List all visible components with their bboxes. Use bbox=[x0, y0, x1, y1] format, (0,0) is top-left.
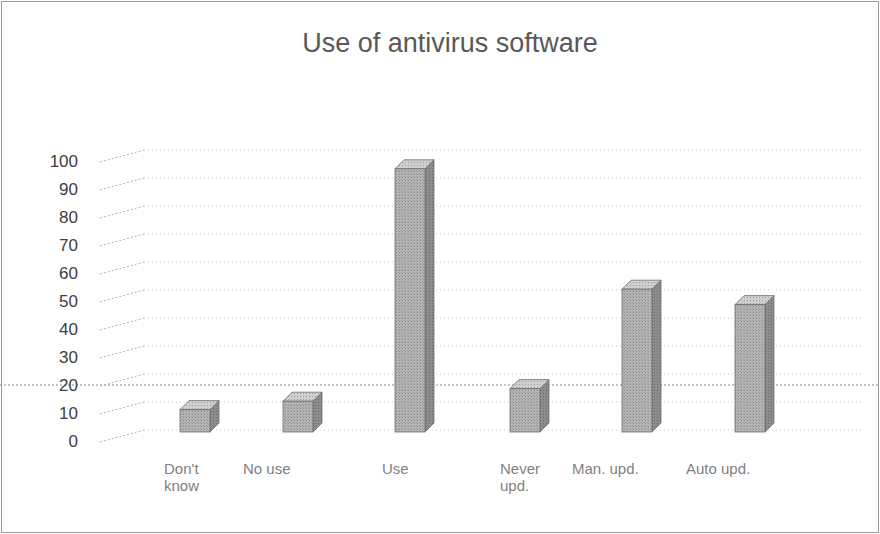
bar-side bbox=[765, 296, 774, 432]
category-label: Man. upd. bbox=[572, 460, 672, 477]
gridline-floor bbox=[100, 150, 144, 162]
bar bbox=[735, 305, 765, 432]
bar-side bbox=[425, 160, 434, 432]
chart-title: Use of antivirus software bbox=[200, 28, 700, 59]
gridline bbox=[144, 178, 862, 179]
category-label: Don't know bbox=[164, 460, 220, 495]
bar-top bbox=[622, 280, 661, 289]
axis-tick-label: 30 bbox=[38, 348, 78, 368]
bar-top bbox=[395, 160, 434, 169]
gridline-floor bbox=[100, 262, 144, 274]
bar bbox=[180, 410, 210, 432]
gridline bbox=[144, 290, 862, 291]
gridline-floor bbox=[100, 402, 144, 414]
gridline-floor bbox=[100, 178, 144, 190]
gridline-floor bbox=[100, 346, 144, 358]
bar bbox=[510, 389, 540, 432]
bar-top bbox=[510, 380, 549, 389]
gridline-floor bbox=[100, 430, 144, 442]
axis-tick-label: 70 bbox=[38, 236, 78, 256]
gridline bbox=[144, 234, 862, 235]
gridline bbox=[144, 150, 862, 151]
bar-top bbox=[283, 392, 322, 401]
bars bbox=[180, 160, 774, 432]
category-label: No use bbox=[243, 460, 323, 477]
bar-top bbox=[735, 296, 774, 305]
gridlines bbox=[100, 150, 862, 442]
category-label: Use bbox=[382, 460, 442, 477]
gridline-floor bbox=[100, 290, 144, 302]
category-label: Never upd. bbox=[500, 460, 556, 495]
gridline-floor bbox=[100, 234, 144, 246]
category-label: Auto upd. bbox=[686, 460, 786, 477]
gridline bbox=[144, 262, 862, 263]
axis-tick-label: 10 bbox=[38, 404, 78, 424]
axis-tick-label: 0 bbox=[38, 432, 78, 452]
bar bbox=[283, 401, 313, 432]
gridline-floor bbox=[100, 206, 144, 218]
bar bbox=[622, 289, 652, 432]
gridline-floor bbox=[100, 374, 144, 386]
axis-tick-label: 100 bbox=[38, 152, 78, 172]
axis-tick-label: 50 bbox=[38, 292, 78, 312]
axis-tick-label: 40 bbox=[38, 320, 78, 340]
bar bbox=[395, 169, 425, 432]
axis-tick-label: 60 bbox=[38, 264, 78, 284]
axis-tick-label: 20 bbox=[38, 376, 78, 396]
gridline bbox=[144, 206, 862, 207]
axis-tick-label: 90 bbox=[38, 180, 78, 200]
bar-top bbox=[180, 401, 219, 410]
axis-tick-label: 80 bbox=[38, 208, 78, 228]
bar-side bbox=[652, 280, 661, 432]
gridline-floor bbox=[100, 318, 144, 330]
